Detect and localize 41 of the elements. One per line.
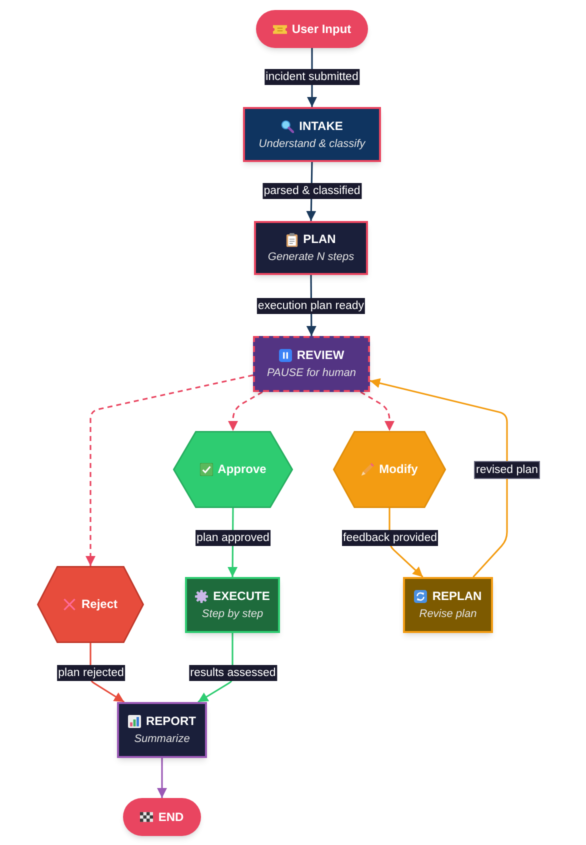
edge-label: incident submitted — [264, 69, 360, 85]
node-subtitle: Understand & classify — [258, 136, 366, 150]
node-title: REVIEW — [296, 348, 344, 363]
edge-label: results assessed — [189, 665, 277, 681]
node-title: Approve — [218, 462, 266, 477]
edge-label: revised plan — [474, 461, 540, 479]
node-title: REPORT — [146, 714, 196, 729]
process-box — [243, 107, 381, 162]
arrow — [228, 391, 263, 431]
node-title: INTAKE — [299, 118, 343, 134]
node-title: Modify — [379, 462, 418, 477]
edge-label: feedback provided — [342, 530, 438, 546]
arrow — [157, 758, 167, 798]
terminal-pill — [123, 798, 201, 836]
node-title: Reject — [81, 597, 118, 612]
process-box — [254, 221, 368, 275]
node-title: EXECUTE — [213, 589, 270, 604]
edge-label: plan rejected — [57, 665, 125, 681]
outcome-hexagon — [37, 566, 144, 643]
process-box — [185, 577, 280, 633]
node-subtitle: Generate N steps — [268, 250, 354, 264]
edge-label: parsed & classified — [262, 183, 362, 199]
node-subtitle: Step by step — [202, 607, 264, 621]
node-title: END — [158, 810, 184, 824]
edge-label: plan approved — [196, 530, 270, 546]
arrow — [360, 391, 394, 431]
arrow — [370, 378, 508, 578]
process-box — [117, 702, 207, 758]
edge-label: execution plan ready — [256, 298, 366, 314]
node-subtitle: Revise plan — [419, 607, 477, 621]
arrow — [86, 374, 254, 566]
outcome-hexagon — [333, 431, 446, 508]
process-box — [403, 577, 493, 633]
node-subtitle: Summarize — [134, 732, 190, 746]
node-title: PLAN — [303, 232, 336, 247]
terminal-pill — [256, 10, 368, 48]
outcome-hexagon — [173, 431, 293, 508]
process-box — [253, 336, 370, 392]
node-title: REPLAN — [432, 589, 482, 604]
node-subtitle: PAUSE for human — [266, 366, 356, 380]
node-title: User Input — [292, 22, 352, 36]
